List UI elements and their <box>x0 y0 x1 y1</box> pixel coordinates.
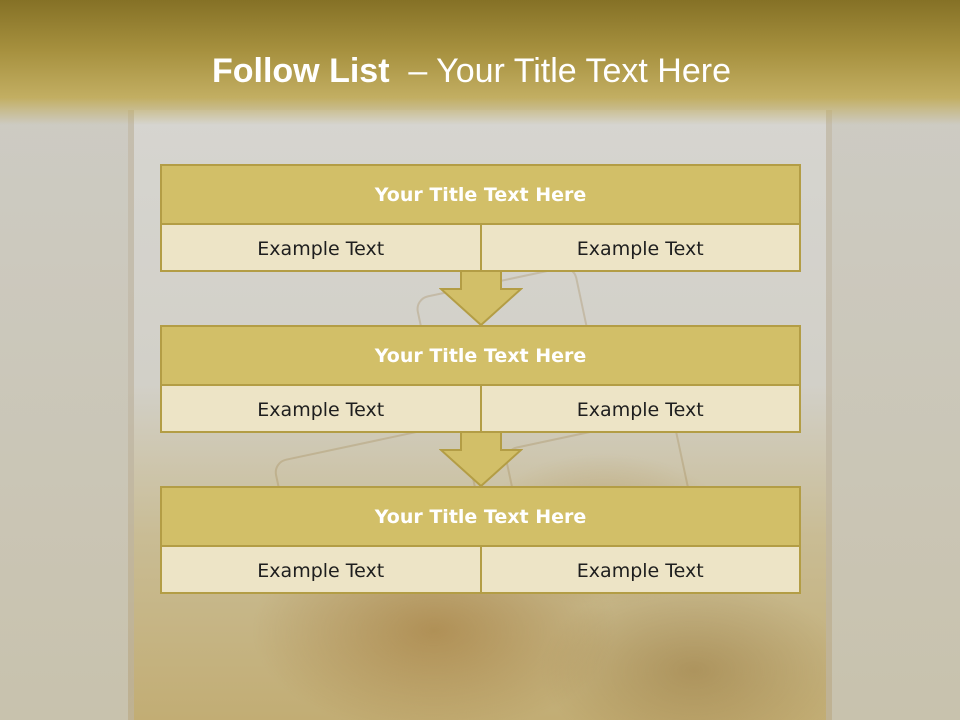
slide-title: Follow List – Your Title Text Here <box>0 52 943 91</box>
step-cell-right: Example Text <box>576 559 704 582</box>
title-bold: Follow List <box>211 52 390 90</box>
step-block: Your Title Text Here Example Text Exampl… <box>160 325 801 433</box>
background-left <box>0 110 128 720</box>
step-block: Your Title Text Here Example Text Exampl… <box>160 164 801 272</box>
down-arrow-icon <box>439 432 523 488</box>
step-row: Example Text Example Text <box>162 225 799 272</box>
step-title: Your Title Text Here <box>162 327 799 386</box>
step-block: Your Title Text Here Example Text Exampl… <box>160 486 801 594</box>
step-cell-right: Example Text <box>576 237 704 260</box>
title-rest: – Your Title Text Here <box>389 52 731 90</box>
step-cell-left: Example Text <box>162 386 482 433</box>
step-cell-left: Example Text <box>162 225 482 272</box>
step-row: Example Text Example Text <box>162 386 799 433</box>
step-row: Example Text Example Text <box>162 547 799 594</box>
header-band <box>0 0 960 125</box>
down-arrow-icon <box>439 271 523 327</box>
step-title: Your Title Text Here <box>162 166 799 225</box>
step-title: Your Title Text Here <box>162 488 799 547</box>
step-cell-right: Example Text <box>576 398 704 421</box>
background-right <box>820 110 960 720</box>
step-cell-left: Example Text <box>162 547 482 594</box>
